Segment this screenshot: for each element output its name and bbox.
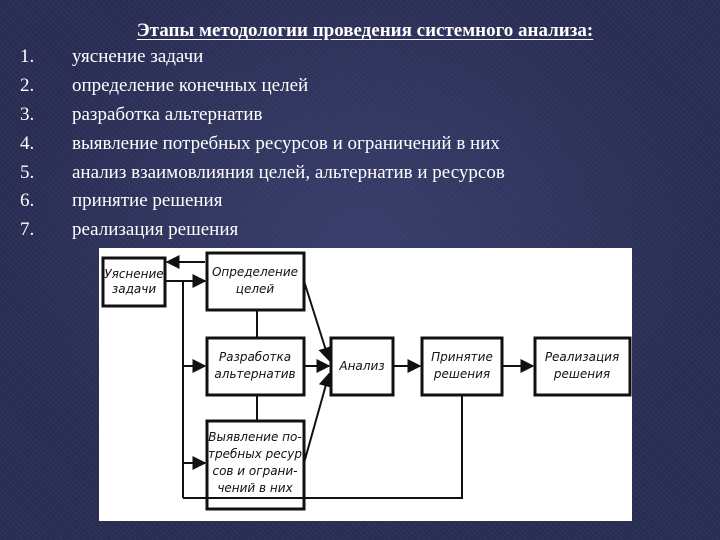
box-resources — [205, 419, 306, 511]
label-alternatives-line: Разработка — [219, 350, 291, 364]
list-item: 1. уяснение задачи — [20, 43, 505, 72]
label-implementation-line: решения — [553, 367, 610, 381]
item-text: принятие решения — [72, 190, 223, 212]
item-number: 6. — [20, 190, 35, 212]
list-item: 5. анализ взаимовлияния целей, альтернати… — [20, 158, 505, 187]
box-implementation — [533, 336, 632, 397]
label-resources-line: чений в них — [217, 481, 293, 495]
item-number: 3. — [20, 103, 35, 125]
item-number: 1. — [20, 46, 35, 68]
item-text: реализация решения — [72, 219, 239, 241]
feedback-loop — [183, 395, 463, 499]
label-goals-line: Определение — [212, 265, 298, 279]
label-resources-line: требных ресур — [208, 447, 302, 461]
item-number: 5. — [20, 161, 35, 183]
list-item: 3. разработка альтернатив — [20, 101, 505, 130]
arrow-resources-analysis — [303, 372, 333, 464]
label-resources-line: сов и ограни- — [212, 464, 297, 478]
label-alternatives-line: альтернатив — [214, 367, 295, 381]
item-text: определение конечных целей — [72, 75, 309, 97]
slide-title: Этапы методологии проведения системного … — [136, 20, 594, 41]
label-decision-line: решения — [433, 367, 490, 381]
list-item: 6. принятие решения — [20, 187, 505, 216]
label-implementation-line: Реализация — [545, 350, 619, 364]
label-clarify-line: задачи — [112, 282, 156, 296]
item-number: 7. — [20, 219, 35, 241]
label-goals-line: целей — [236, 282, 275, 296]
item-number: 2. — [20, 75, 35, 97]
steps-list: 1. уяснение задачи 2. определение конечных… — [20, 43, 505, 245]
list-item: 4. выявление потребных ресурсов и огранич… — [20, 129, 505, 158]
label-clarify-line: Уяснение — [104, 267, 163, 281]
label-decision-line: Принятие — [431, 350, 493, 364]
item-text: анализ взаимовлияния целей, альтернатив … — [72, 161, 505, 183]
item-text: уяснение задачи — [72, 46, 204, 68]
item-text: разработка альтернатив — [72, 103, 263, 125]
arrow-goals-analysis — [303, 280, 332, 362]
label-resources-line: Выявление по- — [208, 430, 301, 444]
item-number: 4. — [20, 132, 35, 154]
label-analysis-line: Анализ — [338, 359, 384, 373]
flow-diagram: Уяснение задачи Определение целей Разраб… — [99, 248, 632, 521]
list-item: 7. реализация решения — [20, 216, 505, 245]
list-item: 2. определение конечных целей — [20, 72, 505, 101]
flow-diagram-svg: Уяснение задачи Определение целей Разраб… — [101, 251, 632, 511]
item-text: выявление потребных ресурсов и ограничен… — [72, 132, 500, 154]
